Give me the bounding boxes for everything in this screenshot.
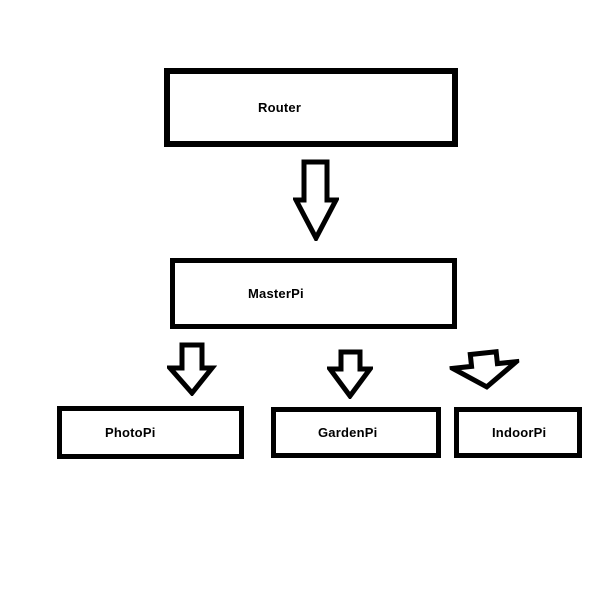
down-arrow-icon bbox=[327, 349, 373, 399]
node-photopi-label: PhotoPi bbox=[105, 425, 156, 440]
down-arrow-icon bbox=[448, 348, 522, 390]
node-router-label: Router bbox=[258, 100, 302, 115]
node-masterpi-label: MasterPi bbox=[248, 286, 304, 301]
node-masterpi: MasterPi bbox=[170, 258, 457, 329]
down-arrow-icon bbox=[293, 159, 339, 241]
node-indoorpi-label: IndoorPi bbox=[492, 425, 547, 440]
node-photopi: PhotoPi bbox=[57, 406, 244, 459]
node-gardenpi-label: GardenPi bbox=[318, 425, 378, 440]
node-router: Router bbox=[164, 68, 458, 147]
node-indoorpi: IndoorPi bbox=[454, 407, 582, 458]
down-arrow-icon bbox=[167, 342, 217, 396]
node-gardenpi: GardenPi bbox=[271, 407, 441, 458]
